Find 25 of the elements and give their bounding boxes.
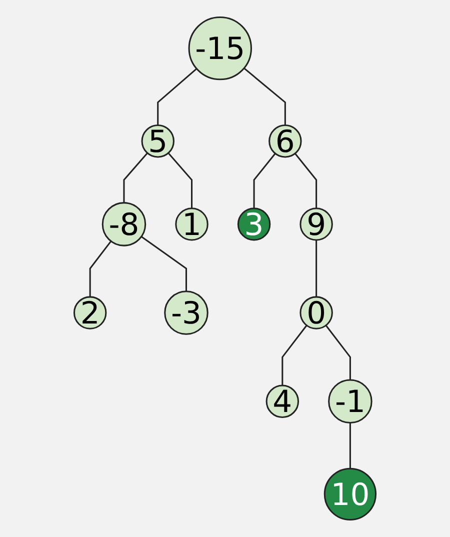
connector (282, 324, 308, 386)
node-circle: 9 (300, 208, 333, 241)
connector (316, 240, 318, 297)
node-circle: -8 (102, 202, 146, 246)
node-circle: 4 (266, 384, 300, 418)
connector (325, 324, 351, 380)
connector (157, 68, 198, 126)
node-circle: 2 (73, 296, 107, 330)
node-circle: 5 (141, 124, 174, 158)
connector (140, 236, 187, 292)
node-circle: 10 (324, 468, 377, 521)
node-circle: -1 (328, 379, 372, 424)
connector (244, 68, 286, 126)
connector (349, 422, 351, 469)
connector (123, 152, 148, 203)
connector (294, 153, 318, 208)
node-circle: 0 (300, 296, 333, 330)
node-circle: -3 (164, 290, 208, 335)
connector (168, 152, 193, 208)
connector (253, 153, 276, 208)
node-circle: 6 (268, 124, 302, 158)
node-circle: 3 (237, 208, 271, 241)
node-circle: 1 (175, 208, 208, 241)
node-circle: -15 (188, 16, 252, 80)
connector (89, 240, 112, 297)
